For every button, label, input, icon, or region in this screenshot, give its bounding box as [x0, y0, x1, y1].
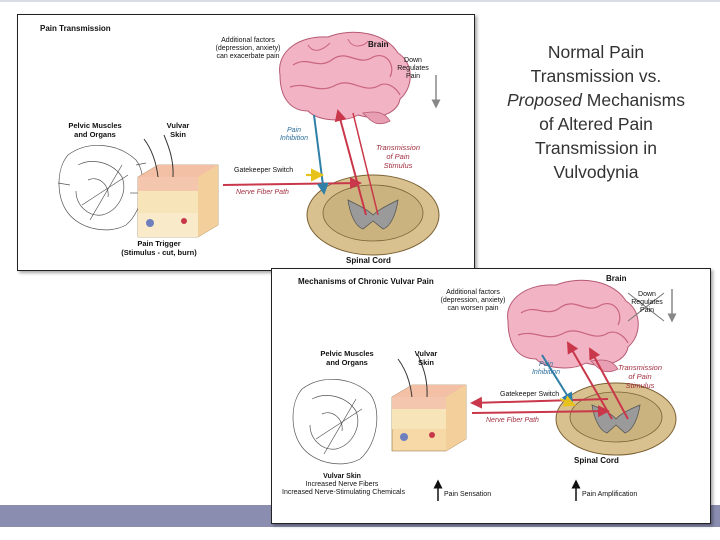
- down-regulation-cross: [627, 292, 665, 322]
- nerve-path-label: Nerve Fiber Path: [486, 417, 539, 424]
- normal-pain-illustration: [57, 31, 441, 256]
- chronic-pain-illustration: [292, 279, 677, 501]
- vulvar-skin-block: [391, 354, 467, 452]
- spinal-cord-cross-section: [555, 382, 677, 456]
- nerve-fiber-arrow: [471, 405, 610, 418]
- pelvic-organs-sketch: [57, 144, 147, 231]
- spinal-cord-cross-section: [306, 174, 440, 256]
- title-emphasis: Proposed: [506, 90, 582, 110]
- transmission-arrow-2: [589, 347, 629, 420]
- vulvar-skin-block: [137, 134, 219, 238]
- transmission-arrow: [334, 109, 367, 216]
- spinal-cord-label: Spinal Cord: [574, 456, 619, 465]
- spinal-cord-label: Spinal Cord: [346, 256, 391, 265]
- nerve-path-label: Nerve Fiber Path: [236, 189, 289, 196]
- chronic-pain-panel: Mechanisms of Chronic Vulvar Pain Brain …: [271, 268, 711, 524]
- nerve-fiber-arrow-back: [470, 396, 609, 409]
- pain-sensation-label: Pain Sensation: [444, 491, 492, 498]
- brain-illustration: [507, 279, 639, 373]
- transmission-arrow-2: [352, 112, 379, 216]
- normal-pain-panel: Pain Transmission Additional factors(dep…: [17, 14, 475, 271]
- pain-trigger-label: Pain Trigger(Stimulus - cut, burn): [121, 239, 197, 257]
- slide-title: Normal Pain Transmission vs. Proposed Me…: [506, 42, 685, 182]
- gatekeeper-label: Gatekeeper Switch: [234, 167, 294, 174]
- pain-inhibition-arrow: [313, 114, 329, 195]
- factors-note: Additional factors(depression, anxiety)c…: [440, 289, 506, 312]
- transmission-arrow: [566, 341, 613, 420]
- slide-top-rule: [0, 0, 720, 2]
- brain-label: Brain: [606, 274, 627, 283]
- factors-note: Additional factors(depression, anxiety)c…: [215, 37, 281, 60]
- brain-label: Brain: [368, 40, 389, 49]
- panel-heading: Pain Transmission: [40, 24, 111, 33]
- brain-illustration: [279, 31, 411, 125]
- panel-heading: Mechanisms of Chronic Vulvar Pain: [298, 277, 434, 286]
- pain-amplification-label: Pain Amplification: [582, 491, 638, 498]
- pain-inhibition-arrow: [541, 354, 574, 405]
- pelvic-organs-sketch: [292, 378, 378, 465]
- nerve-fiber-arrow: [222, 177, 362, 190]
- gatekeeper-label: Gatekeeper Switch: [500, 391, 560, 398]
- gatekeeper-arrow: [559, 395, 576, 407]
